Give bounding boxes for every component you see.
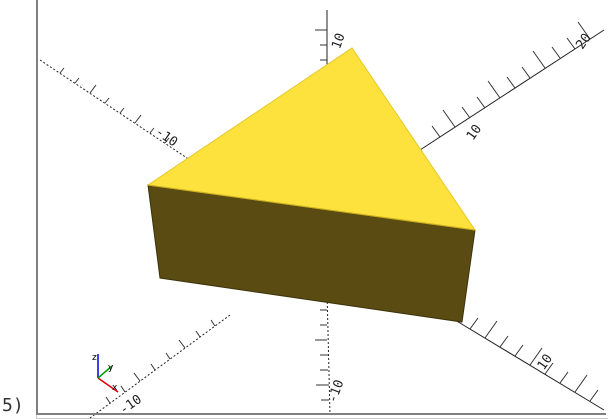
console-edge-text: 5) — [2, 395, 24, 416]
y-axis-positive-line — [454, 319, 605, 411]
x-axis-positive-line — [419, 29, 605, 151]
axes-gizmo: z y x — [92, 353, 119, 393]
gizmo-y-axis — [97, 365, 113, 379]
y-pos-tick-label: 10 — [535, 352, 556, 373]
z-axis-line-bottom — [326, 289, 331, 416]
x-axis-negative-line — [89, 314, 231, 419]
z-pos-tick-label: 10 — [329, 31, 348, 51]
x-pos-tick-label: 10 — [464, 122, 485, 143]
gizmo-y-label: y — [108, 363, 114, 373]
prism-edge — [147, 184, 476, 231]
viewport-frame — [36, 0, 606, 415]
gizmo-z-label: z — [92, 353, 97, 363]
gizmo-x-axis — [97, 377, 119, 393]
gizmo-x-label: x — [112, 383, 118, 393]
far-x-tick-label: 20 — [573, 31, 594, 52]
prism-model[interactable] — [146, 47, 477, 323]
